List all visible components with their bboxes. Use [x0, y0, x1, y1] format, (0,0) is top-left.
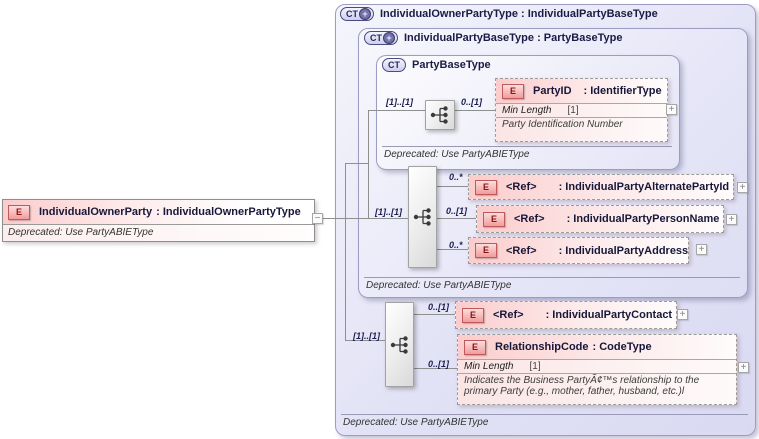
element-header: E RelationshipCode : CodeType: [458, 335, 736, 359]
element-header: E PartyID : IdentifierType: [496, 79, 667, 103]
element-icon: E: [475, 243, 497, 258]
connector-line: [435, 249, 468, 250]
element-name: PartyID: [533, 85, 572, 97]
footer-separator: [341, 414, 748, 415]
connector-line: [412, 368, 457, 369]
element-name: RelationshipCode: [495, 341, 589, 353]
facet-label: Min Length: [464, 361, 514, 372]
cardinality-label: [1]..[1]: [353, 331, 380, 341]
connector-line: [368, 110, 369, 219]
footer-separator: [364, 277, 740, 278]
deprecated-note-level3: Deprecated: Use PartyABIEType: [384, 149, 530, 160]
element-icon: E: [464, 339, 486, 355]
complextype-title-individual-owner-party-type: CT+ IndividualOwnerPartyType : Individua…: [340, 7, 658, 21]
sequence-icon: [430, 106, 448, 124]
derived-plus-icon: +: [359, 8, 371, 20]
element-box-relationship-code[interactable]: E RelationshipCode : CodeType Min Length…: [457, 334, 737, 405]
sequence-compositor[interactable]: [425, 100, 455, 130]
deprecated-note-root: Deprecated: Use PartyABIEType: [3, 224, 314, 241]
cardinality-label: 0..[1]: [428, 359, 450, 369]
connector-line: [345, 163, 346, 341]
element-header: E <Ref> : IndividualPartyPersonName: [477, 206, 723, 232]
facet-row: Min Length [1]: [496, 103, 667, 117]
complex-type-icon: CT+: [340, 7, 374, 21]
element-header: E IndividualOwnerParty : IndividualOwner…: [3, 200, 314, 224]
complextype-title-party-base-type: CT PartyBaseType: [382, 58, 491, 72]
expand-button[interactable]: +: [696, 244, 707, 255]
element-name: <Ref>: [514, 213, 545, 225]
element-type: : CodeType: [592, 341, 652, 353]
sequence-icon: [413, 208, 431, 226]
complextype-title-individual-party-base-type: CT+ IndividualPartyBaseType : PartyBaseT…: [364, 31, 622, 45]
connector-line: [412, 314, 455, 315]
complex-type-icon-label: CT: [370, 33, 382, 43]
element-name: IndividualOwnerParty: [39, 206, 153, 218]
facet-value: [1]: [529, 361, 541, 372]
facet-label: Min Length: [502, 105, 552, 116]
element-box-individual-party-contact[interactable]: E <Ref> : IndividualPartyContact: [455, 301, 677, 329]
expand-button[interactable]: +: [677, 309, 688, 320]
cardinality-label: 0..[1]: [461, 97, 483, 107]
deprecated-note-level2: Deprecated: Use PartyABIEType: [366, 280, 512, 291]
element-name: <Ref>: [506, 181, 537, 193]
element-header: E <Ref> : IndividualPartyContact: [456, 302, 676, 328]
element-annotation: Indicates the Business PartyÃ¢™s relatio…: [458, 373, 736, 398]
deprecated-note-outer: Deprecated: Use PartyABIEType: [343, 417, 489, 428]
complex-type-icon: CT+: [364, 31, 398, 45]
footer-separator: [382, 146, 672, 147]
sequence-compositor[interactable]: [385, 302, 414, 387]
element-header: E <Ref> : IndividualPartyAddress: [469, 238, 688, 263]
element-icon: E: [462, 307, 484, 323]
collapse-button[interactable]: −: [312, 213, 323, 224]
complextype-title-text: IndividualOwnerPartyType : IndividualPar…: [380, 8, 658, 20]
element-box-individual-party-address[interactable]: E <Ref> : IndividualPartyAddress: [468, 237, 689, 264]
cardinality-label: 0..[1]: [446, 206, 468, 216]
complex-type-icon-label: CT: [346, 9, 358, 19]
element-type: : IndividualPartyContact: [545, 309, 673, 321]
element-name: <Ref>: [506, 244, 537, 257]
element-icon: E: [8, 204, 30, 220]
expand-button[interactable]: +: [726, 214, 737, 225]
element-annotation: Party Identification Number: [496, 117, 667, 131]
element-type: : IndividualOwnerPartyType: [156, 206, 301, 218]
element-box-individual-party-alternate-party-id[interactable]: E <Ref> : IndividualPartyAlternatePartyI…: [468, 174, 734, 200]
element-box-party-id[interactable]: E PartyID : IdentifierType Min Length [1…: [495, 78, 668, 142]
element-type: : IndividualPartyAddress: [558, 244, 689, 257]
connector-line: [345, 340, 385, 341]
element-type: : IndividualPartyPersonName: [566, 213, 720, 225]
cardinality-label: [1]..[1]: [386, 97, 413, 107]
cardinality-label: [1]..[1]: [375, 207, 402, 217]
complex-type-icon: CT: [382, 58, 406, 72]
cardinality-label: 0..*: [449, 240, 463, 250]
connector-line: [435, 218, 476, 219]
element-icon: E: [475, 179, 497, 195]
element-type: : IndividualPartyAlternatePartyId: [558, 181, 730, 193]
expand-button[interactable]: +: [737, 182, 748, 193]
facet-value: [1]: [567, 105, 579, 116]
element-name: <Ref>: [493, 309, 524, 321]
element-box-individual-party-person-name[interactable]: E <Ref> : IndividualPartyPersonName: [476, 205, 724, 233]
facet-row: Min Length [1]: [458, 359, 736, 373]
element-type: : IdentifierType: [583, 85, 662, 97]
cardinality-label: 0..*: [449, 172, 463, 182]
sequence-icon: [390, 335, 408, 354]
connector-line: [345, 163, 369, 164]
connector-line: [435, 186, 468, 187]
expand-button[interactable]: +: [666, 104, 677, 115]
complex-type-icon-label: CT: [388, 60, 400, 70]
element-icon: E: [483, 211, 505, 227]
complextype-title-text: PartyBaseType: [412, 59, 491, 71]
cardinality-label: 0..[1]: [428, 302, 450, 312]
complextype-title-text: IndividualPartyBaseType : PartyBaseType: [404, 32, 623, 44]
element-icon: E: [502, 83, 524, 99]
element-header: E <Ref> : IndividualPartyAlternatePartyI…: [469, 175, 733, 199]
connector-line: [453, 110, 495, 111]
expand-button[interactable]: +: [738, 362, 749, 373]
connector-line: [368, 110, 425, 111]
derived-plus-icon: +: [383, 32, 395, 44]
sequence-compositor[interactable]: [408, 166, 437, 268]
element-box-individual-owner-party[interactable]: E IndividualOwnerParty : IndividualOwner…: [2, 199, 315, 242]
connector-line: [323, 218, 408, 219]
